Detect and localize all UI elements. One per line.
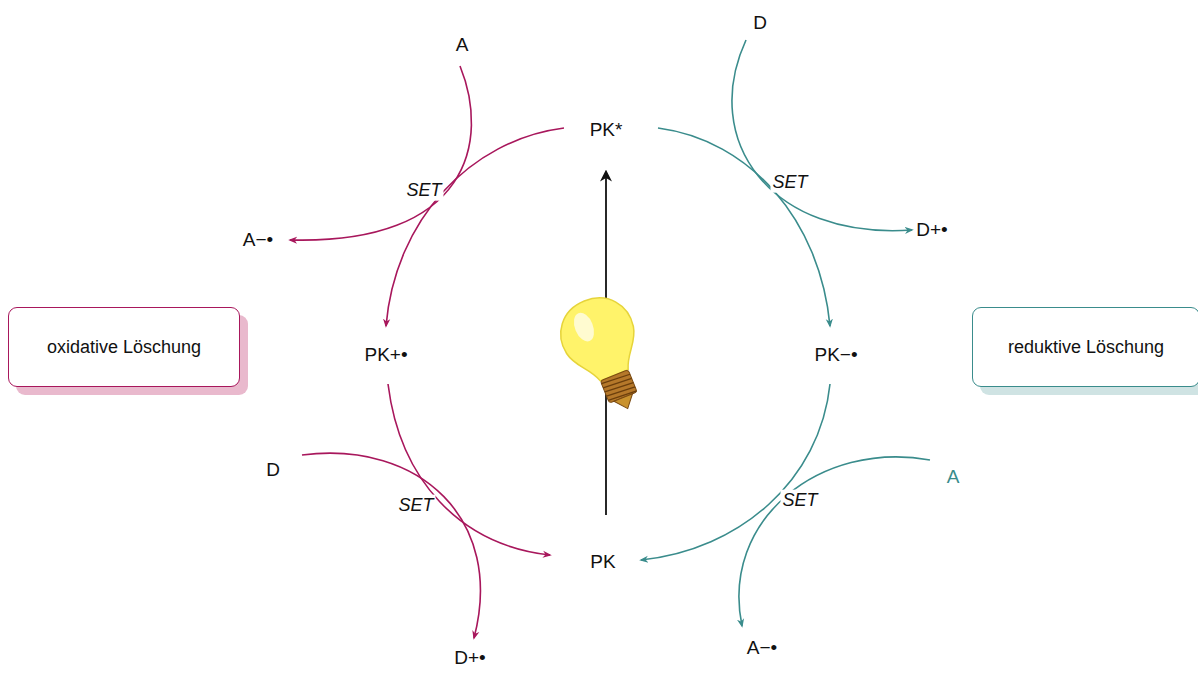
species-label: A — [454, 34, 471, 56]
species-label: D+• — [914, 219, 949, 241]
box-label: oxidative Löschung — [47, 337, 201, 358]
species-label: D — [751, 12, 769, 34]
side-arc — [302, 453, 480, 638]
catalyst-label: PK — [588, 551, 617, 573]
species-label: A — [945, 466, 962, 488]
legend-box: oxidative Löschung — [8, 307, 240, 387]
cycle-arc — [641, 384, 830, 560]
species-label: D — [264, 459, 282, 481]
process-label: SET — [396, 495, 435, 516]
cycle-arc — [386, 128, 564, 326]
cycle-arc — [658, 128, 830, 326]
catalyst-label: PK+• — [362, 344, 409, 366]
species-label: D+• — [452, 647, 487, 669]
cycle-arc — [388, 384, 550, 555]
legend-box: reduktive Löschung — [972, 307, 1198, 387]
process-label: SET — [770, 172, 809, 193]
species-label: A−• — [745, 637, 779, 659]
light-bulb — [550, 287, 661, 422]
side-arc — [290, 66, 471, 240]
catalyst-label: PK−• — [812, 344, 859, 366]
side-arc — [739, 457, 930, 626]
catalyst-label: PK* — [588, 119, 625, 141]
process-label: SET — [780, 490, 819, 511]
species-label: A−• — [241, 229, 275, 251]
side-arc — [732, 40, 912, 231]
box-label: reduktive Löschung — [1008, 337, 1164, 358]
process-label: SET — [404, 180, 443, 201]
